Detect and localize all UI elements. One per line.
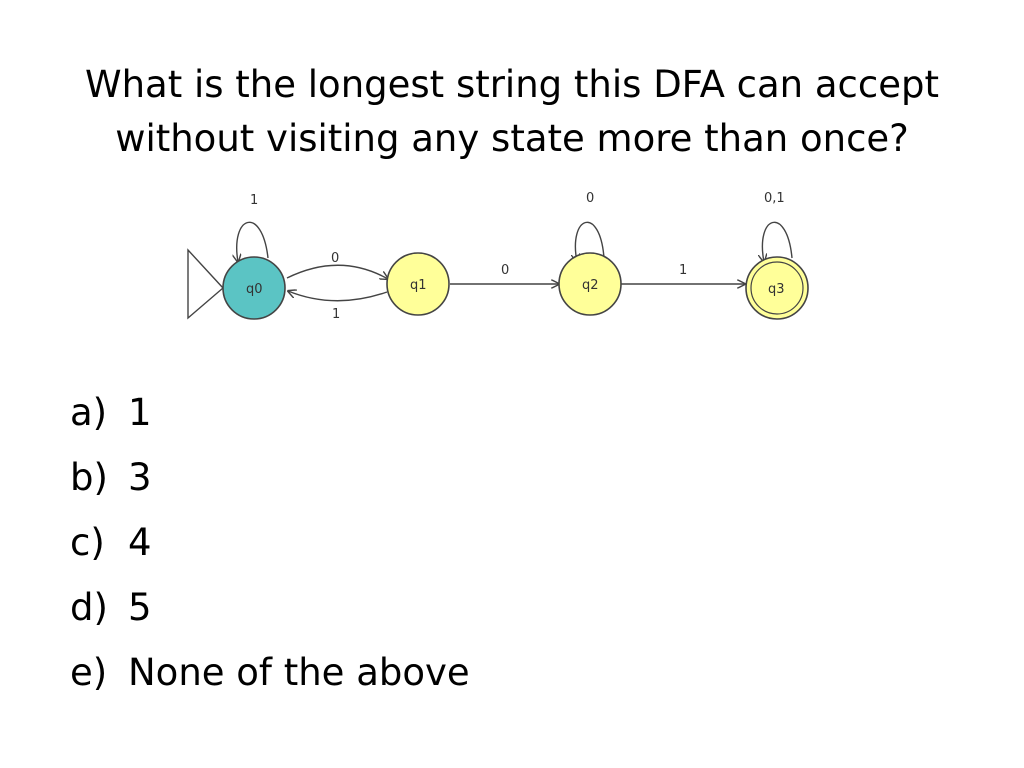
edge-label-q1-q2: 0 <box>501 263 509 278</box>
answer-letter: b) <box>70 456 108 499</box>
answer-a[interactable]: a) 1 <box>70 380 470 445</box>
edge-q0-q0 <box>237 221 269 262</box>
edge-q3-q3 <box>762 221 793 262</box>
state-q1: q1 <box>386 252 450 316</box>
state-label-q3: q3 <box>768 282 785 297</box>
answer-text: 4 <box>128 521 152 564</box>
state-label-q2: q2 <box>582 278 599 293</box>
edge-q2-q2 <box>575 221 605 262</box>
state-q0: q0 <box>222 256 286 320</box>
edge-label-q0-q0: 1 <box>250 193 258 208</box>
answer-letter: e) <box>70 651 108 694</box>
state-q3: q3 <box>745 256 809 320</box>
answer-letter: c) <box>70 521 105 564</box>
edge-label-q3-q3: 0,1 <box>764 191 785 206</box>
initial-state-arrow <box>187 248 225 320</box>
answer-e[interactable]: e) None of the above <box>70 640 470 705</box>
edge-label-q1-q0: 1 <box>332 307 340 322</box>
answer-c[interactable]: c) 4 <box>70 510 470 575</box>
edge-label-q2-q3: 1 <box>679 263 687 278</box>
answer-list: a) 1 b) 3 c) 4 d) 5 e) None of the above <box>70 380 470 705</box>
answer-text: 5 <box>128 586 152 629</box>
state-q2: q2 <box>558 252 622 316</box>
slide-title: What is the longest string this DFA can … <box>40 58 984 166</box>
accepting-ring-q3 <box>750 261 804 315</box>
edge-q1-q0 <box>288 291 388 302</box>
answer-b[interactable]: b) 3 <box>70 445 470 510</box>
state-label-q1: q1 <box>410 278 427 293</box>
answer-text: 3 <box>128 456 152 499</box>
edge-label-q0-q1: 0 <box>331 251 339 266</box>
answer-letter: d) <box>70 586 108 629</box>
answer-letter: a) <box>70 391 108 434</box>
answer-text: None of the above <box>128 651 470 694</box>
title-line-2: without visiting any state more than onc… <box>115 117 909 160</box>
state-label-q0: q0 <box>246 282 263 297</box>
edge-q0-q1 <box>286 264 388 279</box>
answer-text: 1 <box>128 391 152 434</box>
edge-label-q2-q2: 0 <box>586 191 594 206</box>
answer-d[interactable]: d) 5 <box>70 575 470 640</box>
title-line-1: What is the longest string this DFA can … <box>85 63 939 106</box>
